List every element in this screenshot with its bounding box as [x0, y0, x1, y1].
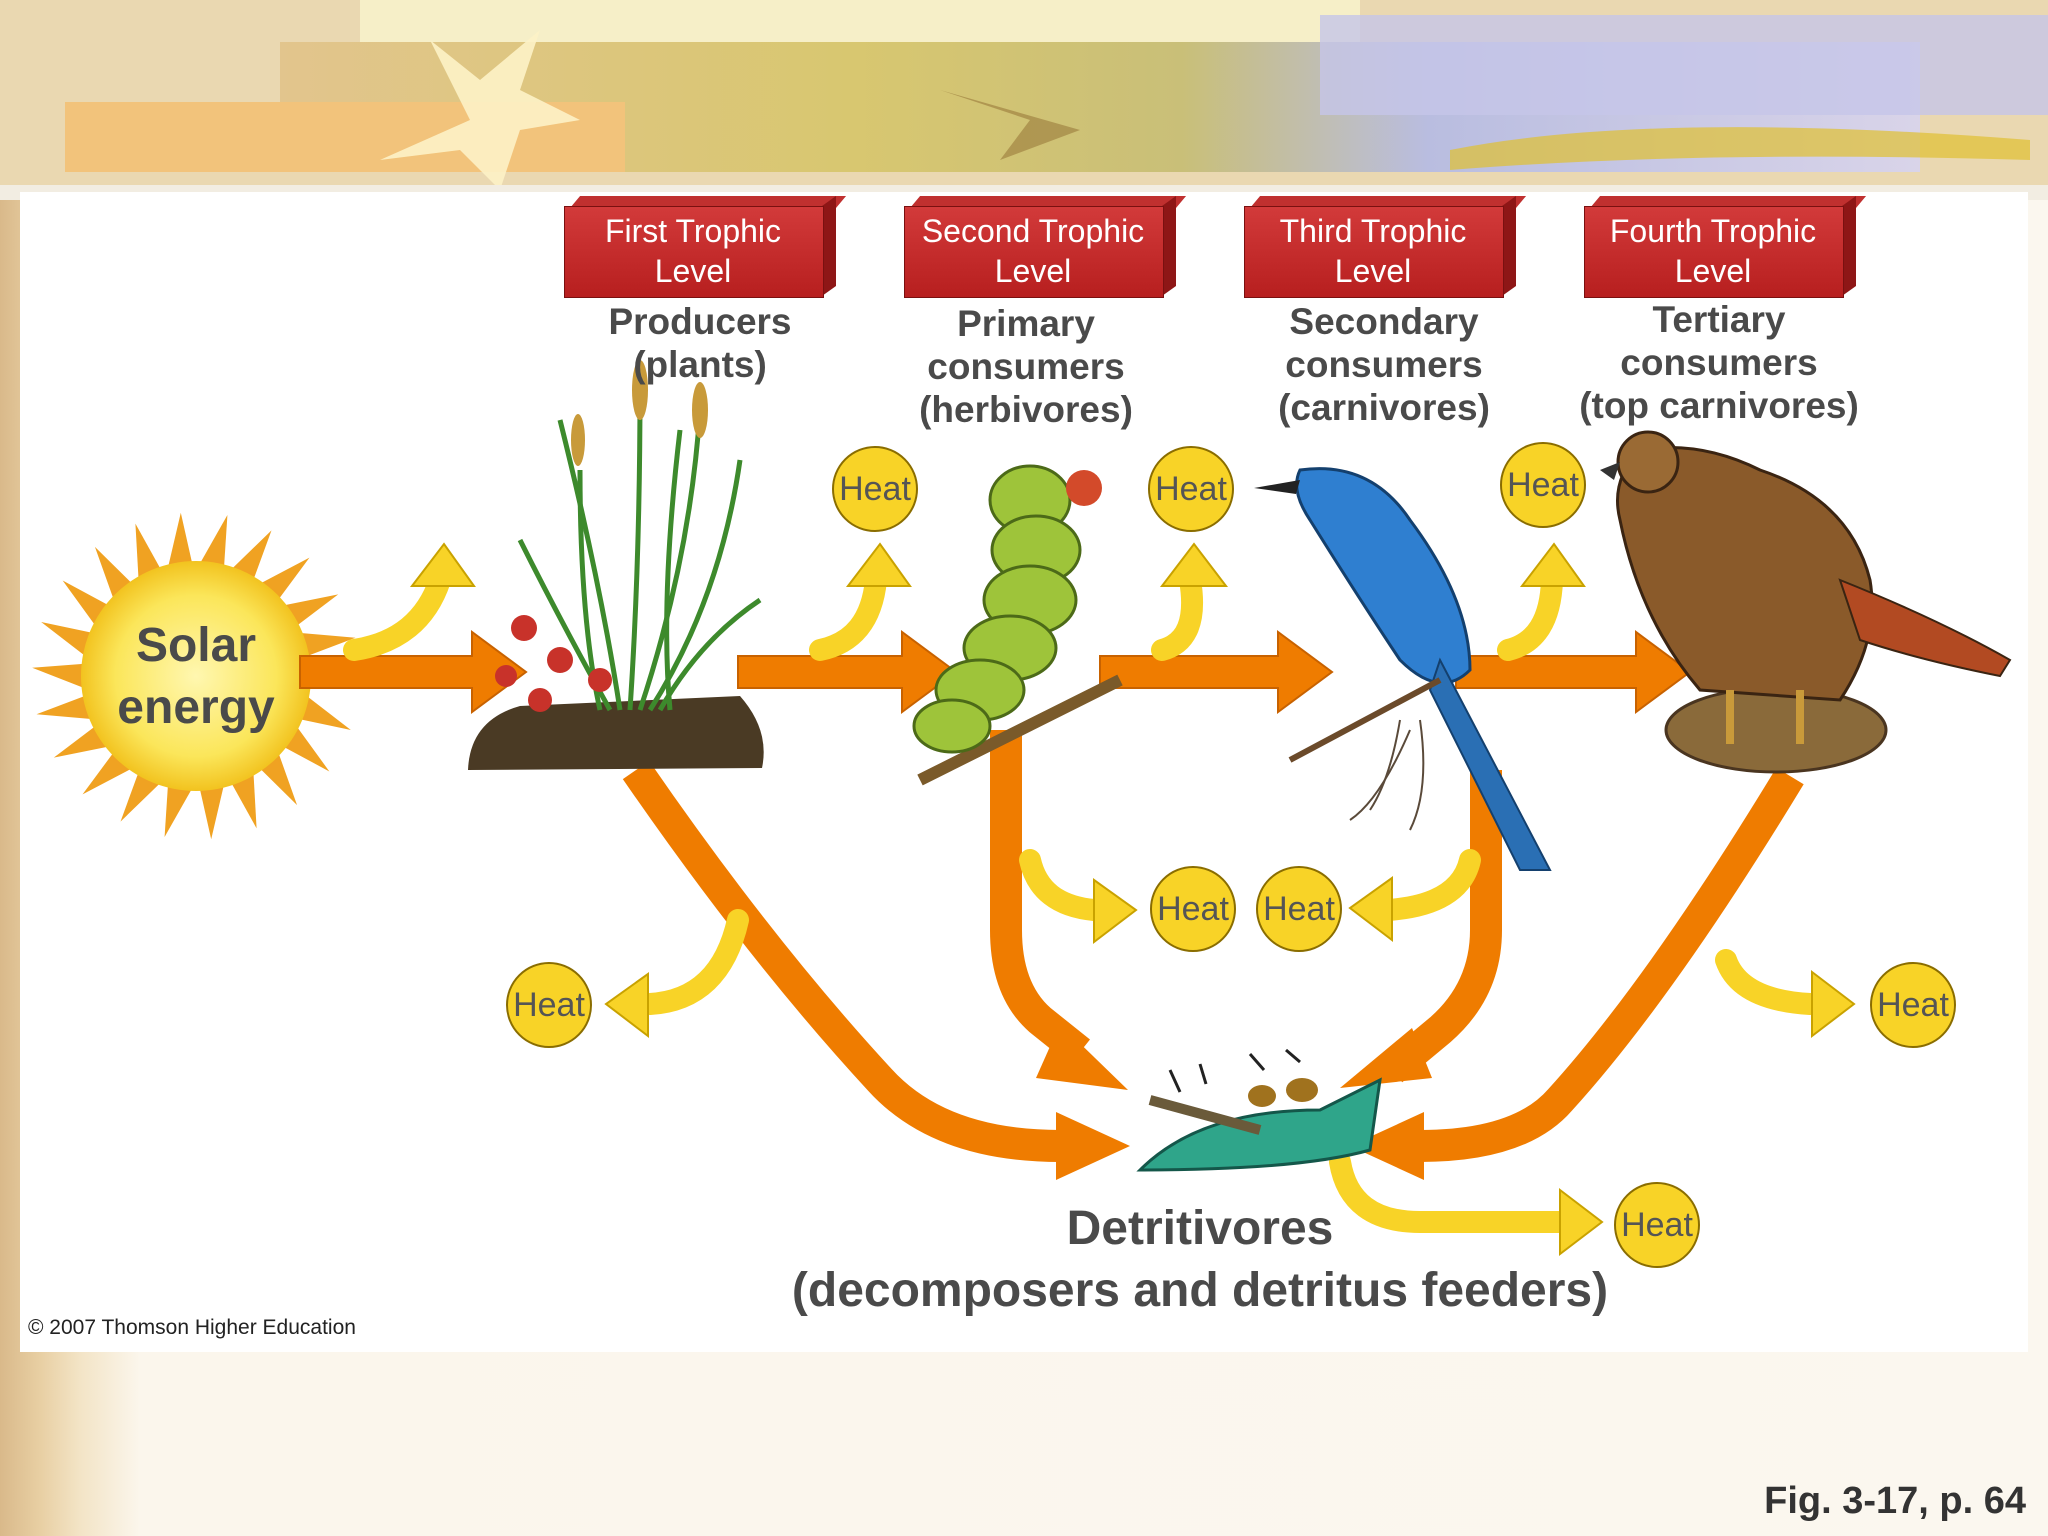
sun-ray	[283, 725, 330, 772]
sun-ray	[199, 515, 228, 568]
energy-arrow-producers-to-primary	[737, 630, 958, 714]
sun-ray	[120, 772, 161, 822]
sun-ray	[199, 784, 225, 840]
sun-ray	[231, 772, 257, 829]
sun-ray	[41, 621, 93, 657]
trophic-box-third: Third Trophic Level	[1244, 196, 1527, 298]
sun-ray	[299, 632, 356, 657]
energy-flow-arrows	[299, 630, 1692, 714]
trophic-box-first-label: First Trophic Level	[604, 213, 782, 289]
sun-ray	[62, 580, 109, 627]
trophic-box-third-label: Third Trophic Level	[1279, 213, 1467, 289]
sun-ray	[32, 663, 85, 689]
sun-ray	[135, 523, 161, 580]
trophic-box-fourth-label: Fourth Trophic Level	[1609, 213, 1817, 289]
detritus-flow-paths	[622, 730, 1804, 1162]
heat-circle: Heat	[832, 446, 918, 532]
tertiary-consumers-label: Tertiary consumers (top carnivores)	[1579, 299, 1859, 426]
sun-ray	[259, 557, 310, 600]
detritivores-label: Detritivores (decomposers and detritus f…	[791, 1202, 1609, 1317]
heat-circle: Heat	[506, 962, 592, 1048]
secondary-consumers-label: Secondary consumers (carnivores)	[1278, 301, 1490, 428]
heat-arrow-heads	[409, 542, 1856, 1257]
sun-ray	[231, 530, 272, 580]
plants-illustration	[468, 360, 764, 770]
sun-ray	[36, 695, 93, 720]
figure-reference: Fig. 3-17, p. 64	[1764, 1480, 2026, 1522]
sun-ray	[259, 752, 298, 806]
trophic-box-second: Second Trophic Level	[904, 196, 1187, 298]
bluebird-illustration	[1254, 467, 1552, 871]
heat-circle: Heat	[1148, 446, 1234, 532]
energy-arrow-sun-to-producers	[299, 630, 528, 714]
trophic-box-second-label: Second Trophic Level	[921, 213, 1145, 289]
solar-energy-label: Solar energy	[117, 619, 275, 734]
hawk-illustration	[1600, 430, 2012, 774]
sun-ray	[283, 594, 339, 627]
sun-ray	[82, 752, 133, 795]
copyright-notice: © 2007 Thomson Higher Education	[28, 1316, 356, 1339]
sun-ray	[167, 512, 193, 568]
primary-consumers-label: Primary consumers (herbivores)	[919, 303, 1133, 430]
producers-label: Producers (plants)	[608, 301, 792, 385]
heat-circle: Heat	[1150, 866, 1236, 952]
sun-ray	[299, 695, 351, 731]
caterpillar-illustration	[912, 464, 1123, 786]
sun-ray	[164, 784, 193, 837]
sun-ray	[53, 725, 109, 758]
heat-circle: Heat	[1614, 1182, 1700, 1268]
detritivores-illustration	[1136, 1048, 1382, 1172]
trophic-box-fourth: Fourth Trophic Level	[1584, 196, 1867, 298]
heat-circle: Heat	[1500, 442, 1586, 528]
energy-arrow-primary-to-secondary	[1099, 630, 1334, 714]
heat-circle: Heat	[1256, 866, 1342, 952]
detritus-arrow-heads	[1036, 1024, 1432, 1180]
sun-ray	[94, 546, 133, 600]
trophic-box-first: First Trophic Level	[564, 196, 847, 298]
heat-flow-paths	[343, 569, 1821, 1233]
heat-circle: Heat	[1870, 962, 1956, 1048]
energy-arrow-secondary-to-tertiary	[1455, 630, 1692, 714]
